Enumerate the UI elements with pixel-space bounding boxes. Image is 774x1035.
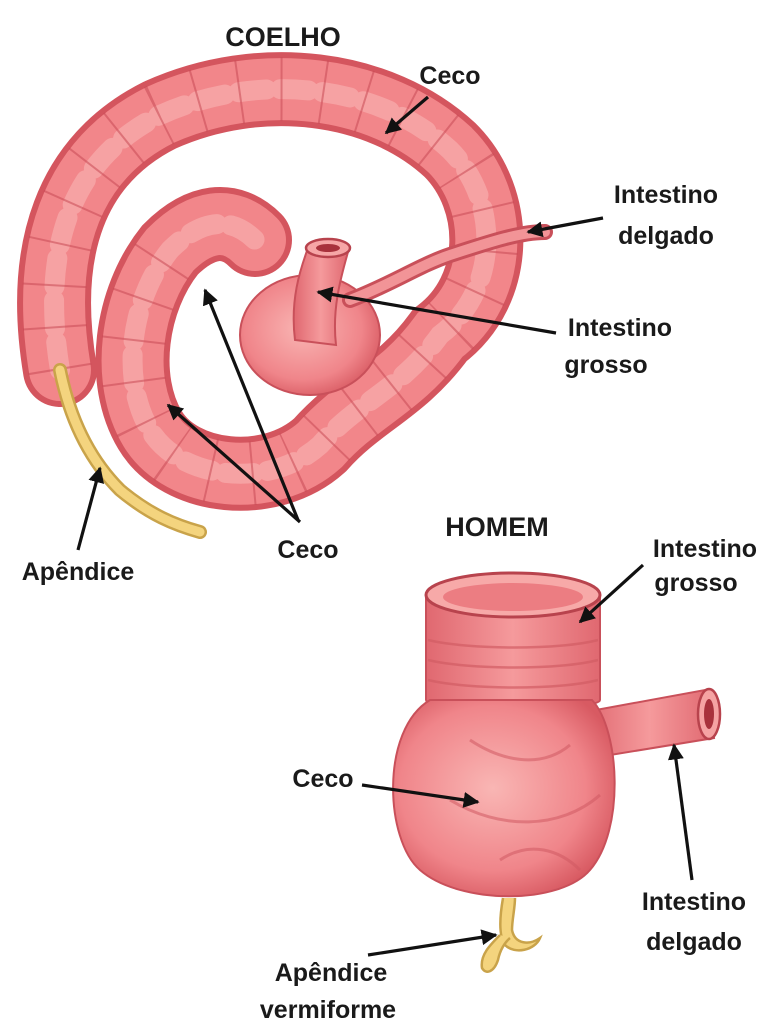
label-rabbit-appendix: Apêndice [22, 558, 135, 586]
label-human-small-intestine-line1: Intestino [642, 888, 746, 916]
label-human-large-intestine-line2: grosso [654, 569, 737, 597]
arrow-rabbit-large-intestine [316, 286, 557, 335]
arrow-rabbit-ceco-top [384, 95, 430, 135]
label-rabbit-small-intestine-line2: delgado [618, 222, 714, 250]
rabbit-lumen [316, 244, 340, 252]
human-illustration [392, 571, 722, 973]
human-large-intestine-lumen [443, 583, 583, 611]
arrow-rabbit-appendix [76, 466, 104, 551]
arrow-human-small-intestine [667, 743, 694, 881]
rabbit-appendix-fill [55, 365, 205, 537]
arrow-rabbit-ceco-bottom-b [166, 403, 302, 524]
rabbit-illustration [17, 52, 553, 539]
label-human-ceco: Ceco [292, 765, 353, 793]
rabbit-small-intestine-fill [345, 227, 550, 305]
arrow-rabbit-ceco-bottom-a [202, 288, 300, 521]
human-title: HOMEM [445, 512, 549, 542]
human-large-intestine-folds [427, 638, 599, 689]
label-rabbit-ceco-top: Ceco [419, 62, 480, 90]
label-human-large-intestine-line1: Intestino [653, 535, 757, 563]
arrow-human-large-intestine [578, 563, 645, 624]
arrow-human-ceco [361, 783, 480, 808]
label-rabbit-ceco-bottom: Ceco [277, 536, 338, 564]
arrow-human-appendix [367, 929, 498, 957]
human-small-intestine-lumen [704, 699, 714, 729]
label-rabbit-large-intestine-line1: Intestino [568, 314, 672, 342]
label-rabbit-large-intestine-line2: grosso [564, 351, 647, 379]
label-human-appendix-line2: vermiforme [260, 996, 396, 1024]
human-cecum-folds [449, 738, 601, 872]
label-human-small-intestine-line2: delgado [646, 928, 742, 956]
human-cecum [392, 699, 616, 898]
label-rabbit-small-intestine-line1: Intestino [614, 181, 718, 209]
arrow-rabbit-small-intestine [526, 216, 604, 238]
human-appendix-tip [480, 934, 511, 973]
human-appendix [499, 897, 543, 952]
rabbit-title: COELHO [225, 22, 341, 52]
label-human-appendix-line1: Apêndice [275, 959, 388, 987]
